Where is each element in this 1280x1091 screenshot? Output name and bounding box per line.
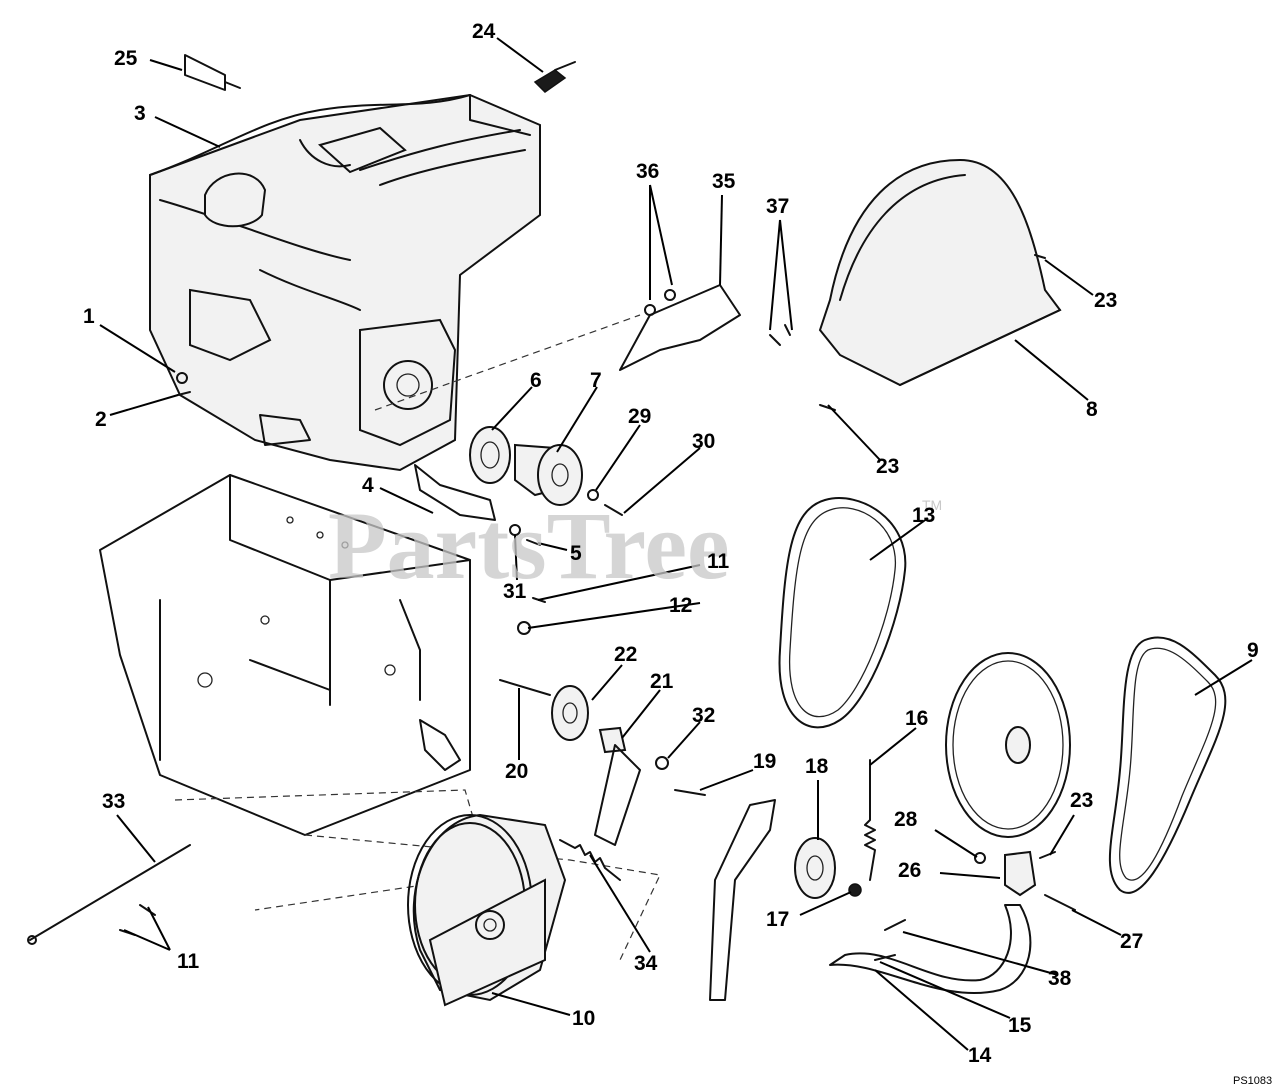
axle-rod[interactable] xyxy=(29,844,191,941)
callout-22[interactable]: 22 xyxy=(614,643,637,666)
auger-belt-9[interactable] xyxy=(1108,636,1227,894)
callout-10[interactable]: 10 xyxy=(572,1007,595,1030)
nut-32[interactable] xyxy=(655,756,669,770)
callout-33[interactable]: 33 xyxy=(102,790,125,813)
callout-20[interactable]: 20 xyxy=(505,760,528,783)
pivot-bolt[interactable] xyxy=(499,679,551,696)
spring[interactable] xyxy=(559,839,621,881)
callout-28[interactable]: 28 xyxy=(894,808,918,831)
leader-lines xyxy=(99,37,1253,1051)
callout-21[interactable]: 21 xyxy=(650,670,674,693)
belt-cover[interactable] xyxy=(818,158,1062,411)
callout-26[interactable]: 26 xyxy=(898,859,921,882)
callout-13[interactable]: 13 xyxy=(912,504,935,527)
drive-belt-13[interactable] xyxy=(778,497,907,729)
callout-4[interactable]: 4 xyxy=(362,474,374,497)
callout-32[interactable]: 32 xyxy=(692,704,715,727)
bolt-23[interactable] xyxy=(1039,851,1056,859)
callout-2[interactable]: 2 xyxy=(95,408,107,431)
nut-17[interactable] xyxy=(848,883,862,897)
callout-30[interactable]: 30 xyxy=(692,430,715,453)
washer[interactable] xyxy=(176,372,188,384)
callout-23-bracket[interactable]: 23 xyxy=(1070,789,1093,812)
drive-arm[interactable] xyxy=(709,799,776,1001)
callout-7[interactable]: 7 xyxy=(590,369,602,392)
auger-drive-assembly[interactable] xyxy=(407,813,567,1007)
callout-6[interactable]: 6 xyxy=(530,369,542,392)
engine-pulley[interactable] xyxy=(469,426,511,484)
callout-23-top[interactable]: 23 xyxy=(1094,289,1117,312)
callout-11-mid[interactable]: 11 xyxy=(707,550,730,573)
bushing-21[interactable] xyxy=(598,726,627,754)
bracket[interactable] xyxy=(414,464,496,521)
callout-5[interactable]: 5 xyxy=(570,542,582,565)
screw[interactable] xyxy=(177,391,191,396)
idler-pulley-22[interactable] xyxy=(551,685,589,741)
auger-pulley[interactable] xyxy=(514,443,583,506)
callout-38[interactable]: 38 xyxy=(1048,967,1072,990)
bolt-19[interactable] xyxy=(674,789,706,796)
callout-34[interactable]: 34 xyxy=(634,952,658,975)
belt-guard-plate[interactable] xyxy=(619,284,791,371)
callout-3[interactable]: 3 xyxy=(134,102,146,125)
watermark-text: PartsTree xyxy=(328,492,730,599)
large-pulley[interactable] xyxy=(945,652,1071,838)
callout-1[interactable]: 1 xyxy=(83,305,95,328)
callout-14[interactable]: 14 xyxy=(968,1044,992,1067)
callout-35[interactable]: 35 xyxy=(712,170,736,193)
callout-8[interactable]: 8 xyxy=(1086,398,1098,421)
screw-5[interactable] xyxy=(526,539,541,546)
callout-11-left[interactable]: 11 xyxy=(177,950,200,973)
idler-arm[interactable] xyxy=(594,744,641,846)
callout-23-cover[interactable]: 23 xyxy=(876,455,899,478)
callout-17[interactable]: 17 xyxy=(766,908,789,931)
callout-18[interactable]: 18 xyxy=(805,755,829,778)
ignition-key[interactable] xyxy=(184,54,241,91)
spark-plug[interactable] xyxy=(533,61,576,93)
brake-clip[interactable] xyxy=(874,919,906,961)
bolt-30[interactable] xyxy=(604,504,623,516)
callout-25[interactable]: 25 xyxy=(114,47,138,70)
callout-labels: 25 24 3 36 35 37 23 1 2 6 7 29 30 8 23 4… xyxy=(83,20,1259,1067)
idler-pulley-18[interactable] xyxy=(794,837,836,899)
callout-36[interactable]: 36 xyxy=(636,160,659,183)
callout-12[interactable]: 12 xyxy=(669,594,692,617)
drawing-code: PS1083 xyxy=(1233,1075,1272,1087)
engine-assembly[interactable] xyxy=(149,93,541,472)
spring-rod[interactable] xyxy=(864,759,876,881)
callout-27[interactable]: 27 xyxy=(1120,930,1143,953)
watermark-trademark: TM xyxy=(922,497,942,513)
frame-housing[interactable] xyxy=(99,474,471,836)
callout-16[interactable]: 16 xyxy=(905,707,928,730)
callout-37[interactable]: 37 xyxy=(766,195,789,218)
callout-31[interactable]: 31 xyxy=(503,580,527,603)
spacer-29[interactable] xyxy=(587,489,599,501)
callout-24[interactable]: 24 xyxy=(472,20,496,43)
bracket-26[interactable] xyxy=(1004,850,1037,897)
callout-19[interactable]: 19 xyxy=(753,750,776,773)
callout-9[interactable]: 9 xyxy=(1247,639,1259,662)
brake-band[interactable] xyxy=(829,904,1032,995)
callout-15[interactable]: 15 xyxy=(1008,1014,1032,1037)
callout-29[interactable]: 29 xyxy=(628,405,651,428)
bolt-27[interactable] xyxy=(1044,894,1076,911)
nut-28[interactable] xyxy=(974,852,986,864)
